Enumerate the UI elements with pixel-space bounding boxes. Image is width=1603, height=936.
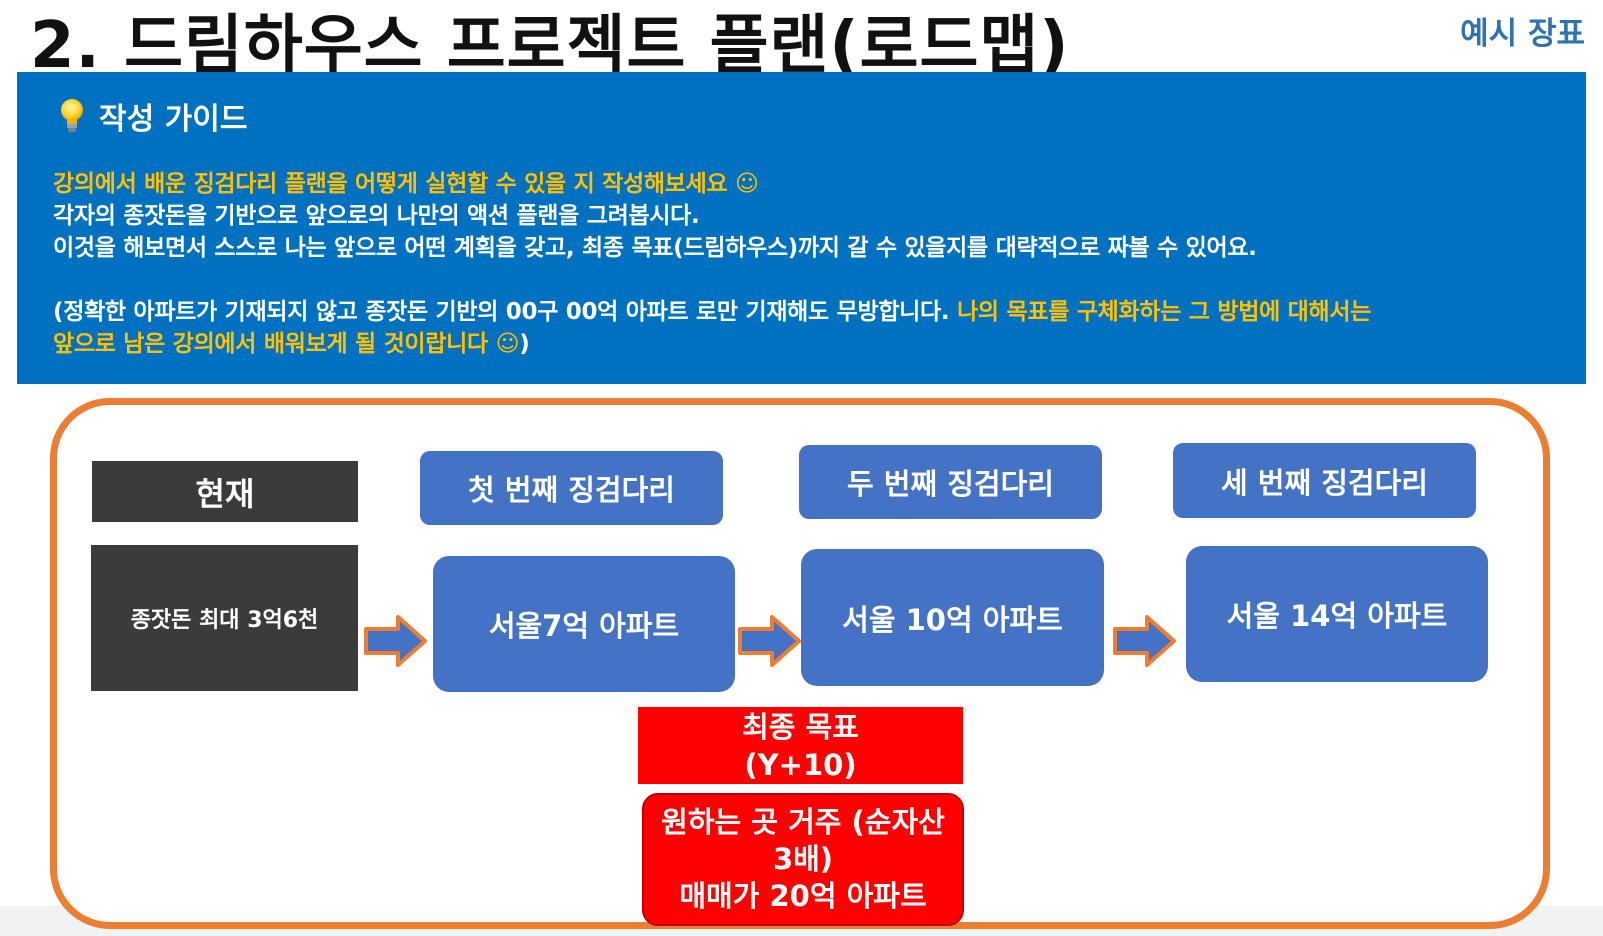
final-goal-box: 원하는 곳 거주 (순자산 3배) 매매가 20억 아파트 [642, 793, 964, 926]
final-goal-line3: 매매가 20억 아파트 [679, 879, 927, 913]
guide-line-4: (정확한 아파트가 기재되지 않고 종잣돈 기반의 00구 00억 아파트 로만… [53, 292, 1371, 326]
step-2-target: 서울 10억 아파트 [801, 549, 1104, 686]
guide-line-5-yellow: 앞으로 남은 강의에서 배워보게 될 것이랍니다 ☺ [53, 331, 520, 357]
final-goal-title-line1: 최종 목표 [742, 709, 859, 744]
guide-line-4-white: (정확한 아파트가 기재되지 않고 종잣돈 기반의 00구 00억 아파트 로만… [53, 299, 958, 325]
guide-heading: 작성 가이드 [59, 94, 247, 138]
guide-line-4-yellow: 나의 목표를 구체화하는 그 방법에 대해서는 [957, 299, 1372, 325]
guide-line-2: 각자의 종잣돈을 기반으로 앞으로의 나만의 액션 플랜을 그려봅시다. [53, 203, 700, 229]
arrow-right-icon [1113, 615, 1176, 667]
current-label: 현재 [92, 461, 358, 522]
current-seed-money: 종잣돈 최대 3억6천 [91, 545, 358, 691]
step-2-label: 두 번째 징검다리 [799, 445, 1102, 519]
arrow-right-icon [738, 615, 801, 667]
lightbulb-icon [61, 99, 83, 132]
step-3-label: 세 번째 징검다리 [1173, 443, 1476, 518]
final-goal-title-line2: (Y+10) [744, 747, 857, 782]
step-1-label: 첫 번째 징검다리 [420, 451, 723, 525]
final-goal-line1: 원하는 곳 거주 (순자산 [661, 805, 945, 839]
guide-line-3: 이것을 해보면서 스스로 나는 앞으로 어떤 계획을 갖고, 최종 목표(드림하… [53, 235, 1257, 261]
final-goal-line2: 3배) [772, 842, 834, 876]
arrow-right-icon [364, 615, 427, 667]
step-3-target: 서울 14억 아파트 [1186, 546, 1488, 682]
step-1-target: 서울7억 아파트 [433, 556, 735, 692]
guide-line-5-white: ) [519, 331, 530, 357]
writing-guide-panel: 작성 가이드 강의에서 배운 징검다리 플랜을 어떻게 실현할 수 있을 지 작… [17, 72, 1586, 384]
page-title: 2. 드림하우스 프로젝트 플랜(로드맵) [30, 9, 1070, 83]
guide-line-1: 강의에서 배운 징검다리 플랜을 어떻게 실현할 수 있을 지 작성해보세요 ☺ [53, 171, 759, 197]
final-goal-title: 최종 목표 (Y+10) [638, 707, 963, 784]
guide-heading-text: 작성 가이드 [99, 102, 248, 137]
example-slide-label: 예시 장표 [1460, 16, 1585, 52]
guide-line-5: 앞으로 남은 강의에서 배워보게 될 것이랍니다 ☺) [53, 324, 530, 358]
